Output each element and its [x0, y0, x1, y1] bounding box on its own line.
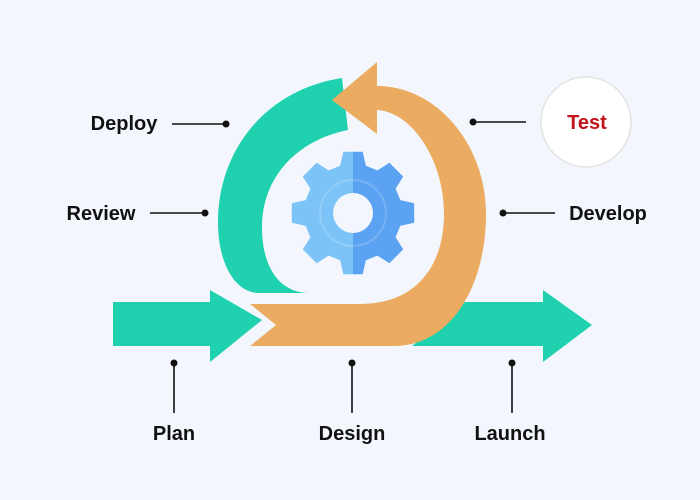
leader-deploy — [172, 120, 230, 128]
gear-inner-ring — [319, 179, 387, 247]
leader-review — [150, 209, 209, 217]
design-develop-arc — [250, 62, 486, 346]
label-test: Test — [567, 112, 607, 134]
gear-right-half — [353, 151, 415, 275]
leader-test — [469, 118, 526, 126]
plan-arrow — [113, 290, 262, 362]
leader-develop — [499, 209, 555, 217]
gear-left-half — [291, 151, 353, 275]
review-deploy-arc — [218, 78, 348, 293]
label-plan: Plan — [153, 423, 195, 445]
gear-icon — [291, 151, 415, 275]
leader-design — [348, 359, 356, 413]
label-design: Design — [319, 423, 386, 445]
test-circle — [540, 76, 632, 168]
label-launch: Launch — [474, 423, 545, 445]
label-deploy: Deploy — [91, 113, 159, 135]
label-develop: Develop — [569, 203, 647, 225]
label-review: Review — [67, 203, 136, 225]
launch-arrow — [412, 290, 592, 362]
leader-launch — [508, 359, 516, 413]
leader-plan — [170, 359, 178, 413]
